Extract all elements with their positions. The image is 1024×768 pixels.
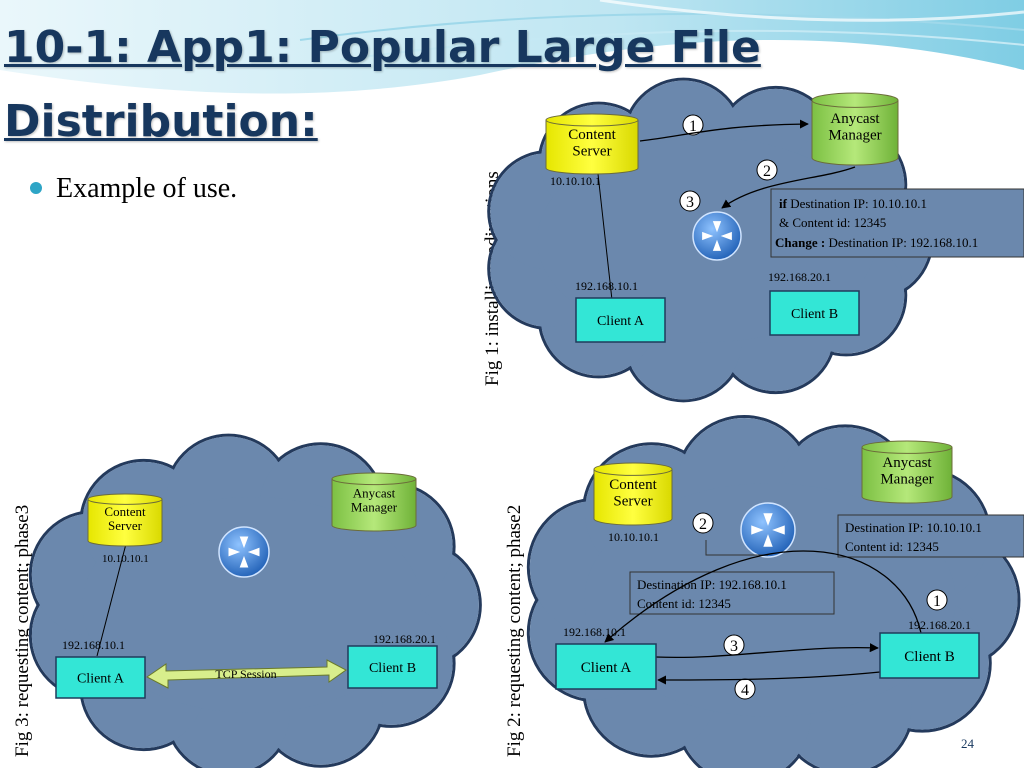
fig3-client-a: Client A	[55, 656, 146, 699]
fig3-server-ip: 10.10.10.1	[102, 553, 149, 565]
fig1-step-2-label: 2	[763, 163, 771, 180]
fig3-client-b-ip: 192.168.20.1	[373, 632, 436, 646]
fig3-client-a-ip: 192.168.10.1	[62, 638, 125, 652]
fig1-content-server-label: Server	[572, 144, 611, 160]
fig3-tcp-label: TCP Session	[215, 667, 276, 681]
fig1-rule-and: & Content id: 12345	[779, 215, 886, 230]
page-number: 24	[961, 736, 974, 751]
fig2-client-b-ip: 192.168.20.1	[908, 618, 971, 632]
fig1-link-server-client	[596, 164, 613, 301]
fig1-client-b-label: Client B	[791, 307, 838, 322]
fig2-step-1-label: 1	[933, 593, 941, 610]
fig1-step-3-label: 3	[686, 194, 694, 211]
fig2-client-b: Client B	[879, 632, 980, 679]
fig1-arrow-server-to-manager	[639, 119, 809, 142]
bullet-point: Example of use.	[30, 173, 237, 205]
slide-title-line-1: 10-1: App1: Popular Large File	[4, 22, 761, 73]
fig1-step-1-label: 1	[689, 118, 697, 135]
fig1-step-2: 2	[756, 159, 778, 181]
fig2-client-b-label: Client B	[904, 649, 954, 665]
fig3-cloud	[28, 433, 482, 768]
fig2-step-3: 3	[723, 634, 745, 656]
fig2-box-right-line-1: Destination IP: 10.10.10.1	[845, 520, 982, 535]
fig3-anycast-manager-label: Anycast	[353, 485, 396, 500]
fig1-client-a-ip: 192.168.10.1	[575, 279, 638, 293]
fig2-step-2-label: 2	[699, 516, 707, 533]
slide-title-line-2: Distribution:	[4, 96, 318, 147]
fig2-router	[740, 502, 796, 558]
fig1-step-3: 3	[679, 190, 701, 212]
fig2-arrow-b-to-a	[657, 671, 881, 685]
fig3-client-b-label: Client B	[369, 661, 416, 676]
fig2-client-a: Client A	[555, 643, 657, 690]
fig2-anycast-manager-label: Manager	[880, 472, 933, 488]
fig1-client-a-label: Client A	[597, 314, 645, 329]
fig2-step-2: 2	[692, 512, 714, 534]
fig2-client-a-ip: 192.168.10.1	[563, 625, 626, 639]
fig3-tcp-session-arrow: TCP Session	[146, 659, 347, 689]
fig2-box-right-line-2: Content id: 12345	[845, 539, 939, 554]
fig1-client-b-ip: 192.168.20.1	[768, 270, 831, 284]
fig2-arc-arrow	[604, 550, 922, 643]
fig2-step-4: 4	[734, 678, 756, 700]
fig1-arrow-manager-to-router	[721, 166, 856, 209]
fig1-rule-box: if Destination IP: 10.10.10.1 & Content i…	[770, 188, 1024, 258]
fig1-anycast-manager-label: Anycast	[830, 111, 880, 127]
fig3-client-a-label: Client A	[77, 671, 125, 686]
fig3-router	[218, 526, 270, 578]
fig2-content-server-label: Content	[609, 477, 657, 493]
background-wave-decoration	[0, 0, 1024, 94]
fig2-step-1: 1	[926, 589, 948, 611]
fig2-anycast-manager-label: Anycast	[882, 455, 932, 471]
fig1-rule-if: if Destination IP: 10.10.10.1	[779, 196, 927, 211]
fig2-arrow-a-to-b	[655, 643, 879, 659]
fig3-anycast-manager-label: Manager	[351, 500, 398, 515]
fig3-content-server-label: Content	[104, 504, 146, 519]
fig1-anycast-manager-label: Manager	[828, 128, 881, 144]
fig1-content-server-label: Content	[568, 127, 616, 143]
fig2-step-3-label: 3	[730, 638, 738, 655]
fig3-link-server-client	[96, 539, 128, 657]
fig1-rule-change: Change : Destination IP: 192.168.10.1	[775, 235, 978, 250]
bullet-dot-icon	[30, 181, 42, 194]
bullet-text: Example of use.	[56, 173, 238, 204]
fig3-content-server-label: Server	[108, 518, 143, 533]
fig1-router	[692, 211, 742, 261]
fig2-step-4-label: 4	[741, 682, 749, 699]
fig1-client-b: Client B	[769, 290, 860, 336]
fig2-connector	[705, 540, 768, 556]
fig2-client-a-label: Client A	[581, 660, 632, 676]
fig1-step-1: 1	[682, 114, 704, 136]
fig2-server-ip: 10.10.10.1	[608, 530, 659, 544]
fig3-client-b: Client B	[347, 645, 438, 689]
fig2-content-server-label: Server	[613, 494, 652, 510]
fig1-server-ip: 10.10.10.1	[550, 174, 601, 188]
fig2-box-left-line-2: Content id: 12345	[637, 596, 731, 611]
fig1-client-a: Client A	[575, 297, 666, 343]
fig2-box-left-line-1: Destination IP: 192.168.10.1	[637, 577, 787, 592]
